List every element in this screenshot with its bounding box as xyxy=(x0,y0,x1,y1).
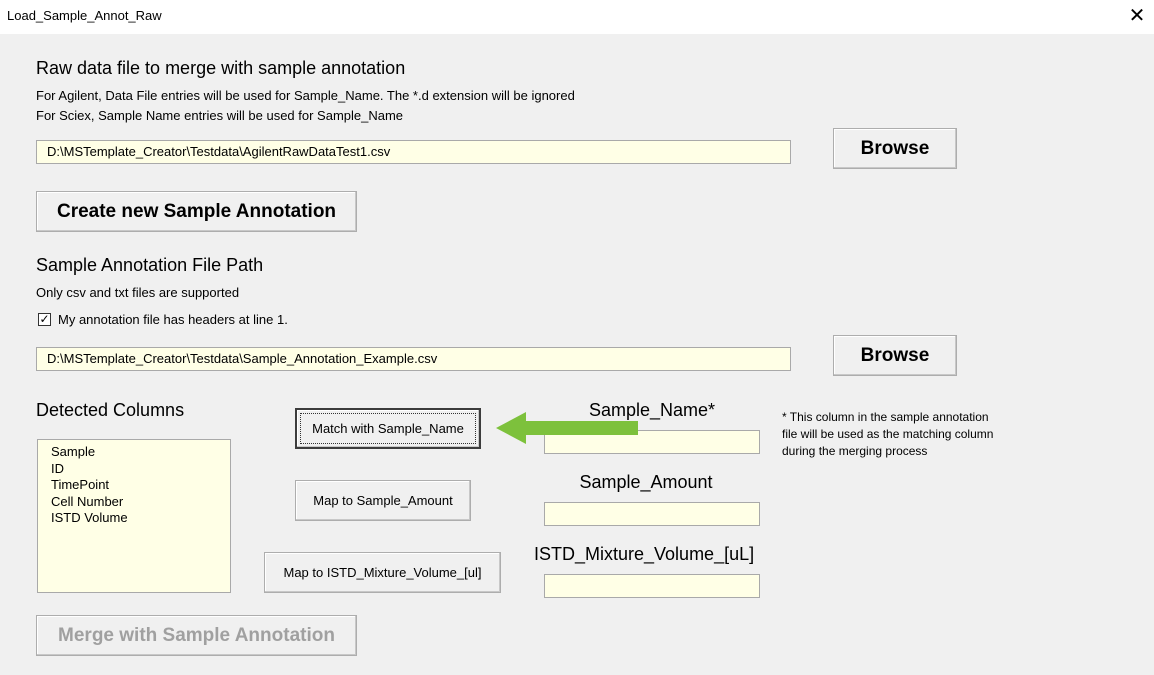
merge-annotation-button[interactable]: Merge with Sample Annotation xyxy=(36,615,357,656)
list-item[interactable]: Sample xyxy=(51,444,96,459)
sample-amount-field[interactable] xyxy=(544,502,760,526)
left-arrow-icon xyxy=(496,412,638,444)
list-item[interactable]: ID xyxy=(51,460,64,476)
annotation-path-input[interactable]: D:\MSTemplate_Creator\Testdata\Sample_An… xyxy=(36,347,791,371)
sample-name-label: Sample_Name* xyxy=(588,400,716,420)
file-type-note: Only csv and txt files are supported xyxy=(36,285,240,300)
istd-volume-label: ISTD_Mixture_Volume_[uL] xyxy=(534,544,755,564)
agilent-note: For Agilent, Data File entries will be u… xyxy=(36,88,575,103)
raw-data-heading: Raw data file to merge with sample annot… xyxy=(36,58,406,78)
detected-columns-heading: Detected Columns xyxy=(36,400,185,420)
istd-volume-field[interactable] xyxy=(544,574,760,598)
detected-columns-list[interactable]: Sample ID TimePoint Cell Number ISTD Vol… xyxy=(37,439,231,593)
sample-amount-label: Sample_Amount xyxy=(579,472,713,492)
map-istd-volume-button[interactable]: Map to ISTD_Mixture_Volume_[ul] xyxy=(264,552,501,593)
match-sample-name-button[interactable]: Match with Sample_Name xyxy=(295,408,481,449)
footnote-line: file will be used as the matching column xyxy=(782,427,994,441)
title-bar: Load_Sample_Annot_Raw ✕ xyxy=(0,0,1154,34)
footnote-line: during the merging process xyxy=(782,444,928,458)
sciex-note: For Sciex, Sample Name entries will be u… xyxy=(36,108,404,123)
footnote-line: * This column in the sample annotation xyxy=(782,410,989,424)
headers-checkbox-label: My annotation file has headers at line 1… xyxy=(58,312,288,327)
matching-footnote: * This column in the sample annotation f… xyxy=(782,409,993,460)
raw-browse-button[interactable]: Browse xyxy=(833,128,957,169)
headers-checkbox[interactable]: ✓ xyxy=(38,312,51,326)
list-item[interactable]: ISTD Volume xyxy=(51,510,128,525)
create-annotation-button[interactable]: Create new Sample Annotation xyxy=(36,191,357,232)
annotation-browse-button[interactable]: Browse xyxy=(833,335,957,376)
list-item[interactable]: TimePoint xyxy=(51,477,110,492)
window-title: Load_Sample_Annot_Raw xyxy=(7,8,162,23)
map-sample-amount-button[interactable]: Map to Sample_Amount xyxy=(295,480,471,521)
list-item[interactable]: Cell Number xyxy=(51,493,124,509)
raw-data-path-input[interactable]: D:\MSTemplate_Creator\Testdata\AgilentRa… xyxy=(36,140,791,164)
annotation-heading: Sample Annotation File Path xyxy=(36,255,264,275)
close-icon[interactable]: ✕ xyxy=(1128,3,1146,27)
